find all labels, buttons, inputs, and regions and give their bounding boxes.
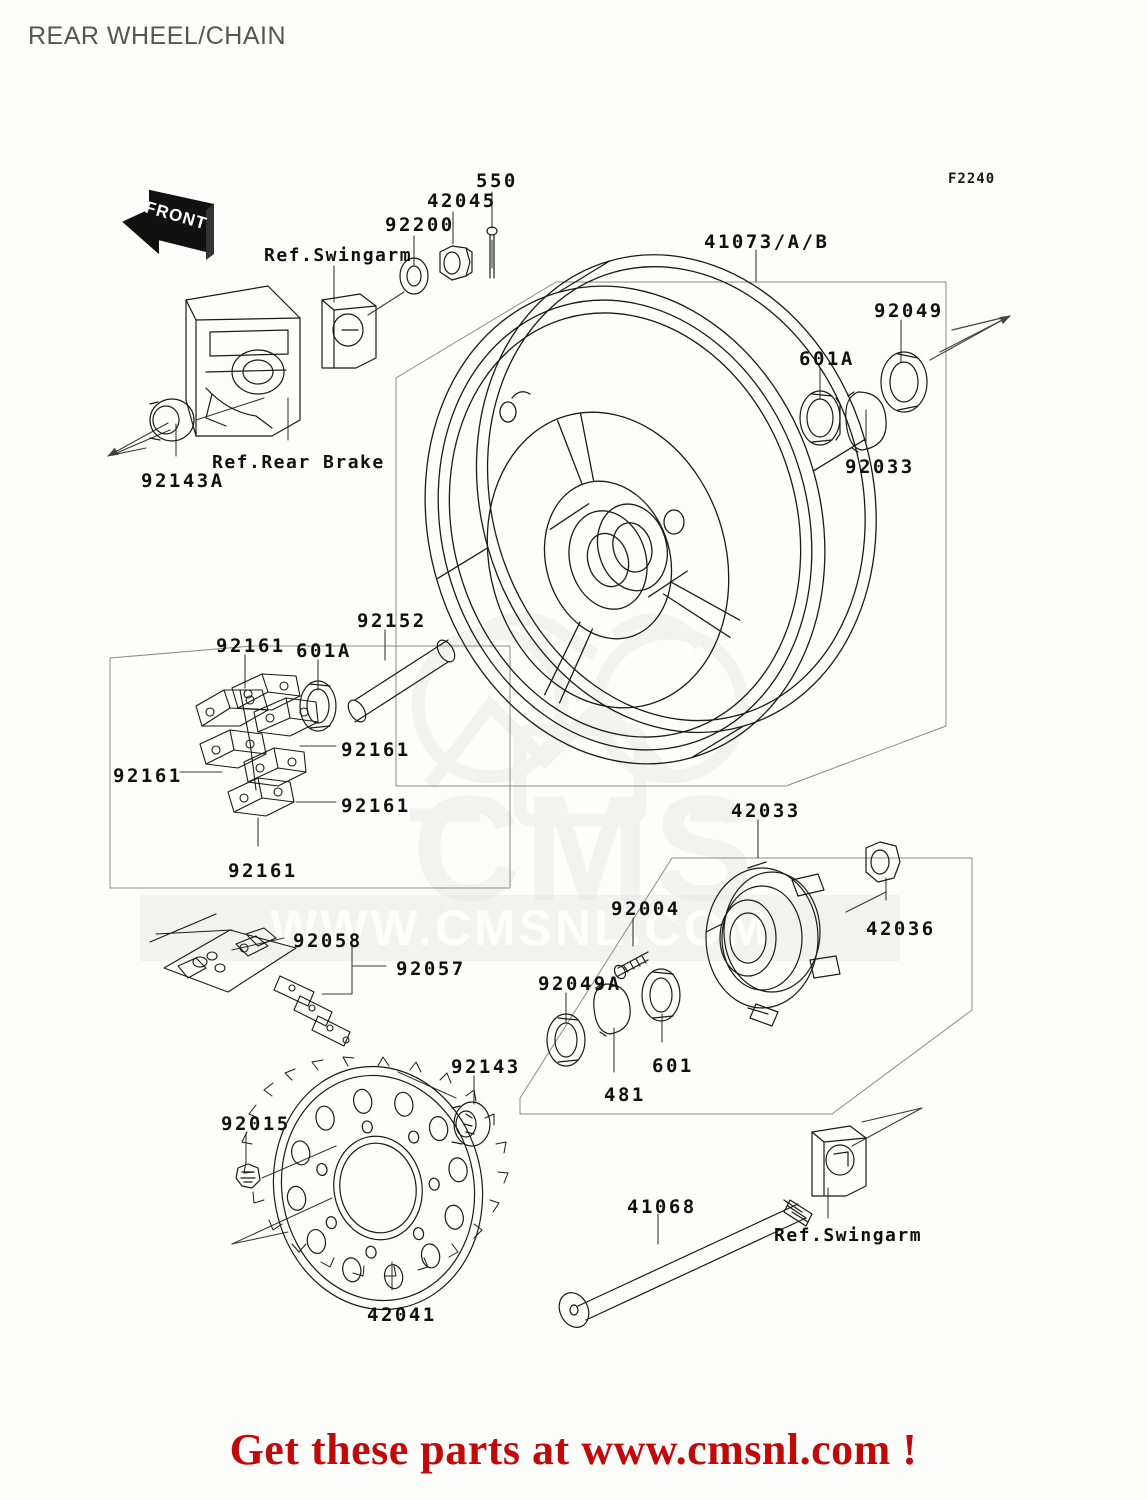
part-number-label-c16[interactable]: 92161 xyxy=(341,795,411,817)
part-number-label-c26[interactable]: 481 xyxy=(604,1084,646,1106)
svg-text:CMS: CMS xyxy=(412,764,757,932)
part-number-label-c02[interactable]: 42045 xyxy=(427,190,497,212)
reference-label-c04[interactable]: Ref.Swingarm xyxy=(264,245,413,266)
part-number-label-c21[interactable]: 92058 xyxy=(293,930,363,952)
part-number-label-c07[interactable]: 601A xyxy=(799,348,855,370)
part-number-label-c01[interactable]: 550 xyxy=(476,170,518,192)
part-number-label-c11[interactable]: 92152 xyxy=(357,610,427,632)
part-number-label-c10[interactable]: 92143A xyxy=(141,470,225,492)
part-number-label-c15[interactable]: 92161 xyxy=(113,765,183,787)
part-number-label-c30[interactable]: 42041 xyxy=(367,1304,437,1326)
part-number-label-c03[interactable]: 92200 xyxy=(385,214,455,236)
page-title: REAR WHEEL/CHAIN xyxy=(28,22,287,50)
reference-label-c29[interactable]: Ref.Swingarm xyxy=(774,1225,923,1246)
part-number-label-c18[interactable]: 42033 xyxy=(731,800,801,822)
part-number-label-c14[interactable]: 92161 xyxy=(341,739,411,761)
part-number-label-c05[interactable]: 41073/A/B xyxy=(704,231,830,253)
sheet-reference-code: F2240 xyxy=(948,171,996,187)
part-number-label-c27[interactable]: 92015 xyxy=(221,1113,291,1135)
part-number-label-c25[interactable]: 601 xyxy=(652,1055,694,1077)
cms-watermark-band: WWW.CMSNL.COM xyxy=(140,895,900,961)
part-number-label-c08[interactable]: 92033 xyxy=(845,456,915,478)
part-number-label-c22[interactable]: 92057 xyxy=(396,958,466,980)
part-number-label-c17[interactable]: 92161 xyxy=(228,860,298,882)
part-number-label-c20[interactable]: 42036 xyxy=(866,918,936,940)
part-number-label-c12[interactable]: 92161 xyxy=(216,635,286,657)
part-number-label-c28[interactable]: 41068 xyxy=(627,1196,697,1218)
cms-watermark-logo: CMS xyxy=(370,555,800,985)
part-number-label-c19[interactable]: 92004 xyxy=(611,898,681,920)
part-number-label-c06[interactable]: 92049 xyxy=(874,300,944,322)
part-number-label-c13[interactable]: 601A xyxy=(296,640,352,662)
part-number-label-c24[interactable]: 92143 xyxy=(451,1056,521,1078)
reference-label-c09[interactable]: Ref.Rear Brake xyxy=(212,452,385,473)
part-number-label-c23[interactable]: 92049A xyxy=(538,973,622,995)
promo-footer: Get these parts at www.cmsnl.com ! xyxy=(229,1425,918,1474)
front-direction-marker: FRONT xyxy=(118,182,218,282)
